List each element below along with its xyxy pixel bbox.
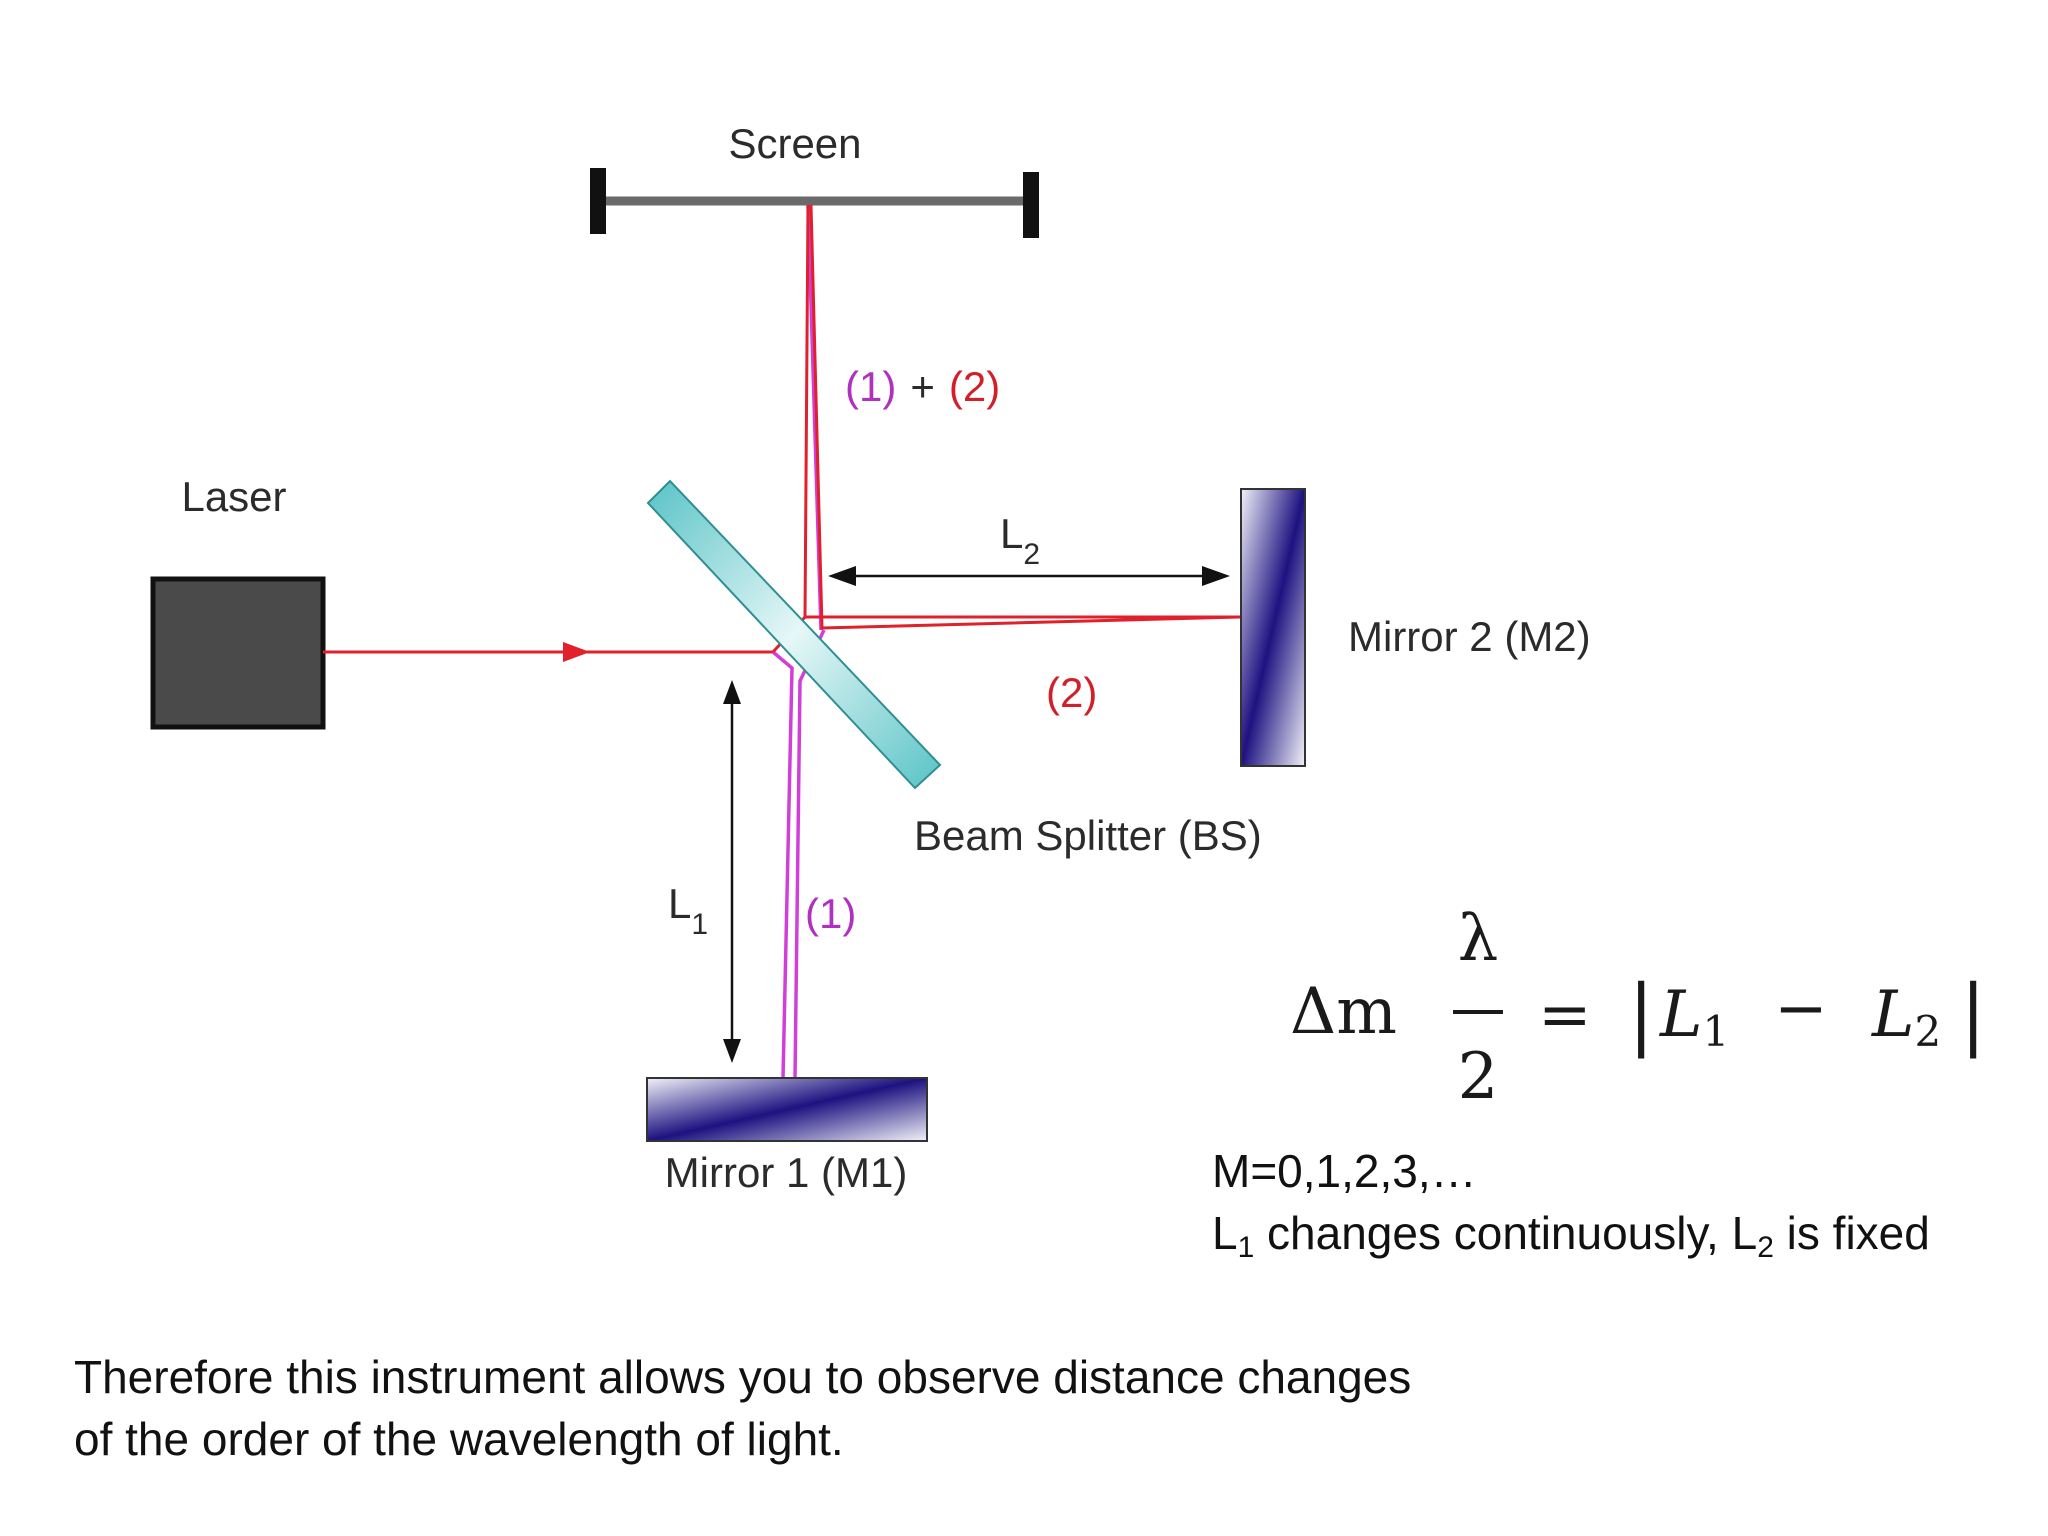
l1-dimension [723, 680, 741, 1063]
interference-equation: Δm λ 2 = | L1 − L2 | [1290, 902, 1986, 1114]
combined-plus: + [910, 363, 935, 410]
conclusion-line-1: Therefore this instrument allows you to … [74, 1351, 1412, 1403]
laser-beam [323, 642, 773, 662]
l2-label: L2 [1000, 510, 1040, 571]
combined-beam-label: (1) + (2) [845, 363, 1000, 410]
laser-box [150, 576, 326, 730]
beam-splitter [646, 479, 942, 790]
m-values-note: M=0,1,2,3,… [1212, 1145, 1477, 1197]
mirror-1 [646, 1077, 928, 1142]
eq-delta-m: Δm [1290, 975, 1397, 1049]
eq-bar-left: | [1628, 969, 1654, 1059]
eq-lambda: λ [1458, 902, 1499, 976]
mirror-2-label: Mirror 2 (M2) [1348, 613, 1591, 660]
l2-dimension [828, 566, 1230, 586]
conclusion-line-2: of the order of the wavelength of light. [74, 1413, 844, 1465]
screen-label: Screen [728, 120, 861, 167]
combined-beam-1: (1) [845, 363, 896, 410]
eq-equals: = [1538, 978, 1592, 1052]
l1-l2-note: L1 changes continuously, L2 is fixed [1212, 1207, 1930, 1264]
laser-label: Laser [181, 473, 286, 520]
beam-2-path [771, 204, 1241, 654]
eq-L2: L2 [1871, 978, 1941, 1056]
eq-bar-right: | [1960, 969, 1986, 1059]
combined-beam-2: (2) [949, 363, 1000, 410]
screen [590, 168, 1039, 238]
beam-2-label: (2) [1046, 669, 1097, 716]
beam-splitter-label: Beam Splitter (BS) [914, 812, 1262, 859]
eq-L1: L1 [1659, 978, 1729, 1056]
beam-1-label: (1) [805, 890, 856, 937]
l1-label: L1 [668, 880, 708, 941]
mirror-2 [1240, 488, 1306, 767]
eq-denominator: 2 [1458, 1040, 1499, 1114]
eq-minus: − [1774, 972, 1828, 1046]
mirror-1-label: Mirror 1 (M1) [665, 1149, 908, 1196]
